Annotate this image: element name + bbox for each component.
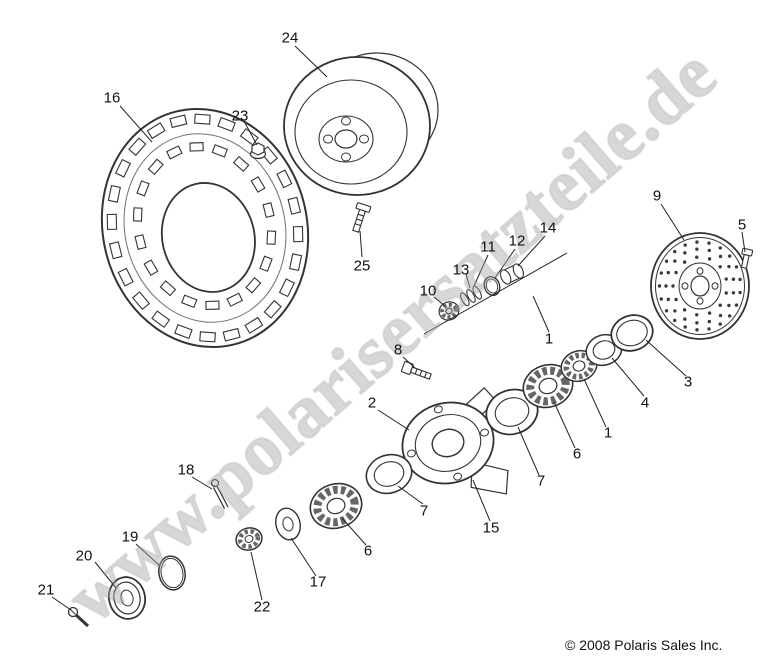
hub-carrier [401, 387, 509, 495]
bearing-outer [522, 363, 574, 409]
tire-tread-inner [132, 142, 277, 311]
tire [100, 107, 310, 349]
o-ring-small [483, 276, 501, 296]
bearing-inner [309, 482, 363, 530]
seal-inner [365, 453, 413, 495]
o-ring [158, 555, 186, 591]
rim-bolt [352, 202, 372, 233]
cap-screw [67, 606, 90, 628]
leader-lines [51, 45, 746, 611]
castle-nut [235, 527, 263, 551]
hub-cap [107, 576, 147, 620]
tire-tread-outer [106, 113, 304, 343]
brake-disc [650, 232, 750, 340]
lug-nut [249, 142, 267, 160]
spindle-washer [275, 507, 301, 541]
assembly-group-line [423, 252, 568, 335]
needle-rollers [460, 285, 482, 307]
spacer-bushing [499, 263, 525, 285]
copyright-text: © 2008 Polaris Sales Inc. [565, 637, 723, 653]
disc-drill-holes [657, 240, 742, 332]
cotter-pin [210, 478, 229, 509]
spindle-bolt [400, 360, 432, 380]
retaining-ring [610, 314, 654, 352]
bearing-cage [438, 301, 460, 321]
seal-outer [485, 388, 539, 436]
wheel-rim [283, 52, 439, 196]
